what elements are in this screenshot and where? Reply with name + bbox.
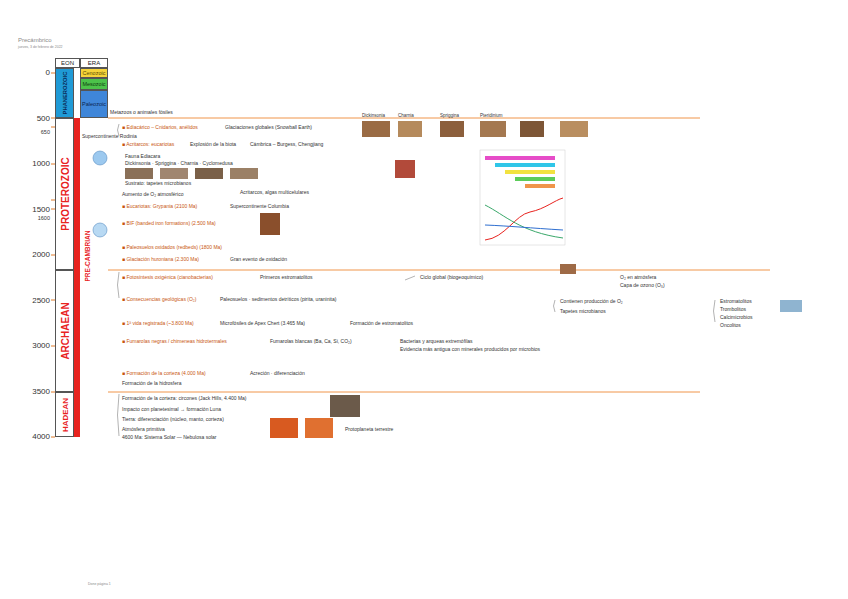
note-text: Spriggina [440, 113, 459, 118]
highlight-note: ■ 1ª vida registrada (~3.800 Ma) [122, 321, 194, 327]
note-text: Glaciaciones globales (Snowball Earth) [225, 125, 312, 131]
axis-tick: 3000 [32, 341, 50, 350]
oxygen-chart [480, 150, 565, 245]
note-text: Explosión de la biota [190, 142, 236, 148]
note-text: Bacterias y arqueas extremófilas [400, 339, 473, 345]
note-text: Formación de la corteza: circones (Jack … [122, 396, 247, 402]
note-text: Gran evento de oxidación [230, 257, 287, 263]
note-text: Oncolitos [720, 323, 741, 329]
axis-tick: 2000 [32, 250, 50, 259]
note-text: Calcimicrobios [720, 315, 753, 321]
highlight-note: ■ Acritarcos: eucariotas [122, 142, 174, 148]
axis-tick: 0 [46, 68, 50, 77]
band-label: PHANEROZOIC [62, 72, 68, 115]
eon-group-band: PRE-CAMBRIAN [81, 212, 93, 300]
note-text: Fumarolas blancas (Ba, Ca, Si, CO₂) [270, 339, 352, 345]
note-text: Cámbrica – Burgess, Chengjiang [250, 142, 323, 148]
note-text: Aumento de O₂ atmosférico [122, 192, 183, 198]
note-text: Evidencia más antigua con minerales prod… [400, 347, 540, 353]
axis-tick: 2500 [32, 296, 50, 305]
header-label: EON [56, 59, 79, 67]
axis-tick: 500 [37, 114, 50, 123]
boundary-line [108, 270, 770, 271]
note-text: Formación de la hidrosfera [122, 381, 181, 387]
axis-tick: 4000 [32, 432, 50, 441]
band-label: PRE-CAMBRIAN [84, 231, 91, 282]
note-text: Supercontinente Columbia [230, 204, 289, 210]
era-header: ERA [80, 58, 108, 68]
highlight-note: ■ Paleosuelos oxidados (redbeds) (1800 M… [122, 245, 222, 251]
highlight-note: ■ BIF (banded iron formations) (2.500 Ma… [122, 221, 216, 227]
note-text: Pteridinium [480, 113, 503, 118]
note-text: Tapetes microbianos [560, 309, 606, 315]
red-bar [74, 118, 80, 437]
note-text: Estromatolitos [720, 299, 752, 305]
note-text: Metazoos o animales fósiles [110, 110, 173, 116]
page-title: Precámbrico [18, 37, 52, 44]
header-label: Cenozoic [81, 69, 107, 77]
note-text: Acreción · diferenciación [250, 371, 305, 377]
note-text: 4600 Ma: Sistema Solar — Nebulosa solar [122, 435, 217, 441]
highlight-note: ■ Fotosíntesis oxigénica (cianobacterias… [122, 275, 213, 281]
note-text: Contienen producción de O₂ [560, 299, 623, 305]
eon-band: HADEAN [55, 392, 74, 437]
highlight-note: ■ Consecuencias geológicas (O₂) [122, 297, 196, 303]
band-label: PROTEROZOIC [59, 157, 70, 230]
era-band: Paleozoic [80, 90, 108, 118]
note-text: Dickinsonia [362, 113, 385, 118]
axis-tick: 1000 [32, 159, 50, 168]
axis-tick: 1600 [38, 215, 50, 221]
note-text: Fauna Ediacara [125, 154, 160, 160]
note-text: Supercontinente Rodinia [82, 134, 137, 140]
subtitle: jueves, 3 de febrero de 2022 [18, 45, 63, 49]
bracket [118, 124, 716, 436]
note-text: O₂ en atmósfera [620, 275, 656, 281]
eon-band: PROTEROZOIC [55, 118, 74, 270]
band-label: HADEAN [60, 397, 69, 431]
photo-thumbnails [125, 121, 802, 438]
note-text: Trombolitos [720, 307, 746, 313]
note-text: Paleosuelos · sedimentos detríticos (pir… [220, 297, 336, 303]
globe-icon [93, 151, 107, 165]
boundary-line [108, 392, 700, 393]
note-text: Primeros estromatolitos [260, 275, 313, 281]
highlight-note: ■ Fumarolas negras / chimeneas hidroterm… [122, 339, 227, 345]
axis-tick: 650 [41, 129, 50, 135]
note-text: Atmósfera primitiva [122, 427, 165, 433]
globe-icon [93, 223, 107, 237]
highlight-note: ■ Eucariotas: Grypania (2100 Ma) [122, 204, 197, 210]
note-text: Tierra: diferenciación (núcleo, manto, c… [122, 417, 224, 423]
note-text: Dickinsonia · Spriggina · Charnia · Cycl… [125, 161, 233, 167]
era-band: Mesozoic [80, 78, 108, 90]
highlight-note: ■ Formación de la corteza (4.000 Ma) [122, 371, 206, 377]
axis-tick: 1500 [32, 205, 50, 214]
note-text: Ciclo global (biogeoquímico) [420, 275, 483, 281]
era-band: Cenozoic [80, 68, 108, 78]
note-text: Microfósiles de Apex Chert (3.465 Ma) [220, 321, 305, 327]
note-text: Protoplaneta terrestre [345, 427, 393, 433]
note-text: Sustrato: tapetes microbianos [125, 181, 191, 187]
highlight-note: ■ Ediacárico – Cnidarios, anélidos [122, 125, 198, 131]
axis-tick: 3500 [32, 387, 50, 396]
header-label: Mesozoic [81, 79, 107, 89]
note-text: Done página 1 [88, 582, 111, 586]
note-text: Impacto con planetesimal → formación Lun… [122, 407, 221, 413]
eon-header: EON [55, 58, 80, 68]
header-label: Paleozoic [81, 91, 107, 117]
eon-band: PHANEROZOIC [55, 68, 74, 118]
band-label: ARCHAEAN [59, 302, 70, 359]
note-text: Capa de ozono (O₃) [620, 283, 665, 289]
note-text: Formación de estromatolitos [350, 321, 413, 327]
note-text: Acritarcos, algas multicelulares [240, 190, 309, 196]
note-text: Charnia [398, 113, 414, 118]
eon-band: ARCHAEAN [55, 270, 74, 392]
header-label: ERA [81, 59, 107, 67]
highlight-note: ■ Glaciación huroniana (2.300 Ma) [122, 257, 199, 263]
